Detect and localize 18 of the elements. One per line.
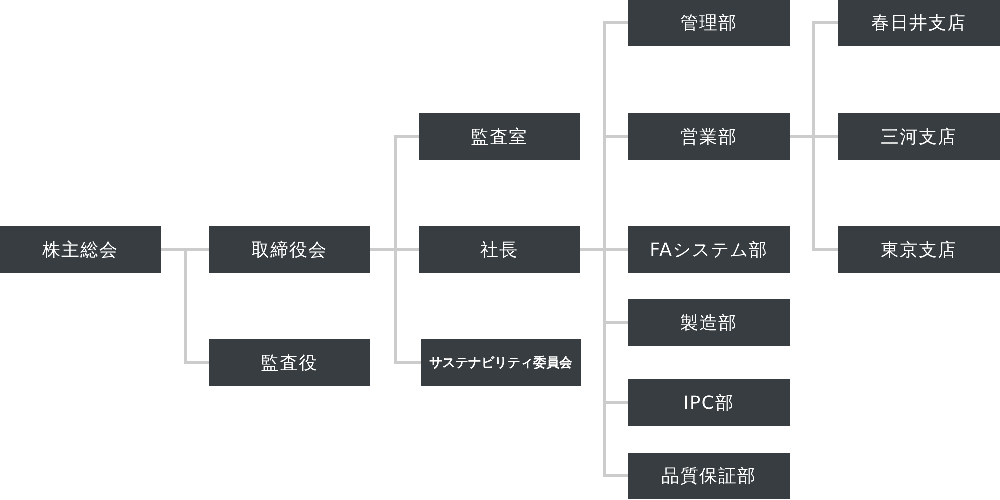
org-box: 取締役会: [209, 226, 370, 273]
connector-line: [790, 135, 838, 251]
org-box: 営業部: [628, 113, 790, 160]
connector-line: [370, 248, 421, 364]
org-box: サステナビリティ委員会: [421, 339, 581, 386]
org-box: 品質保証部: [628, 453, 790, 499]
connector-line: [161, 248, 209, 364]
org-box: 東京支店: [838, 226, 1000, 273]
org-box: 春日井支店: [838, 0, 1000, 46]
org-box: 製造部: [628, 299, 790, 346]
org-box: 三河支店: [838, 113, 1000, 160]
org-box: 監査室: [419, 113, 580, 160]
org-box: 管理部: [628, 0, 790, 46]
org-box: 監査役: [209, 339, 370, 386]
org-box: 株主総会: [0, 226, 161, 273]
org-box: 社長: [419, 226, 580, 273]
org-box: FAシステム部: [628, 226, 790, 273]
org-box: IPC部: [628, 379, 790, 426]
